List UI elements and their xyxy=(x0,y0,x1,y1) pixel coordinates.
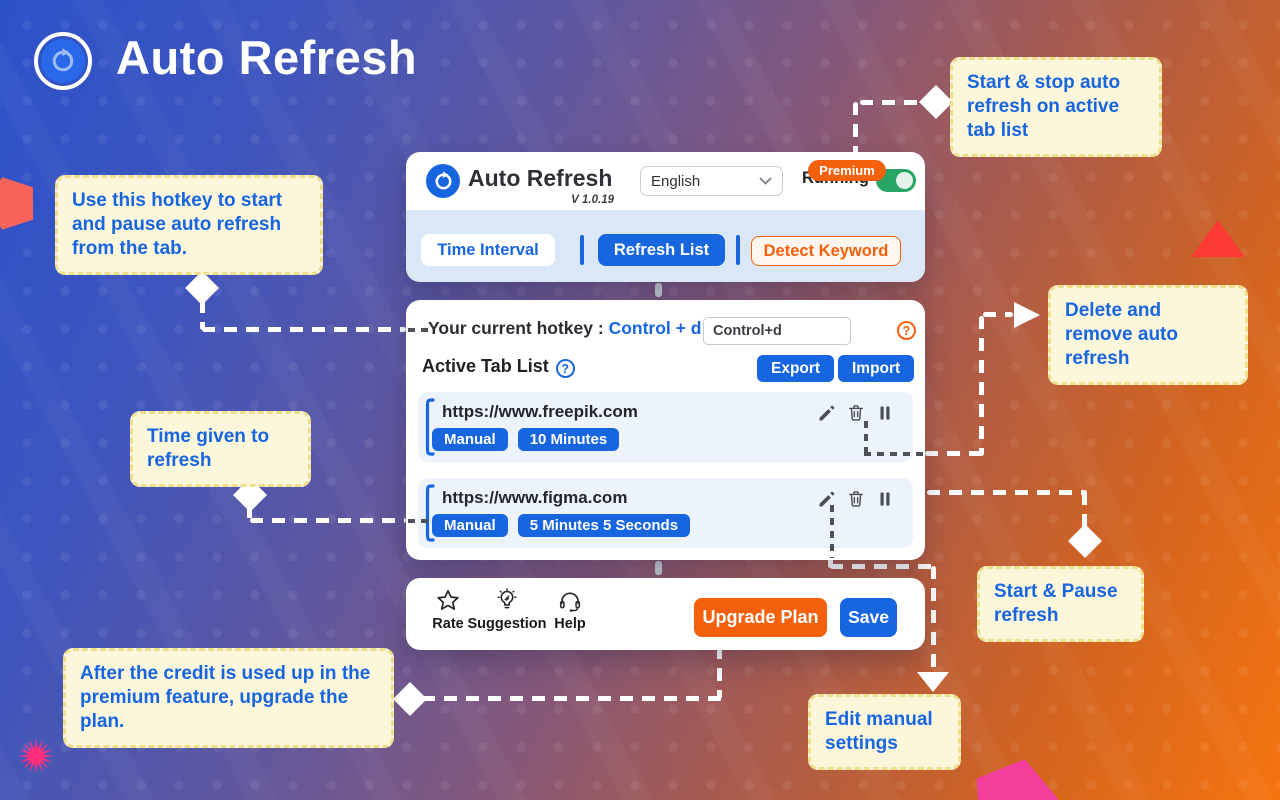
callout-time: Time given to refresh xyxy=(130,411,311,487)
connector-line xyxy=(860,100,924,105)
pause-icon[interactable] xyxy=(875,403,895,423)
running-toggle[interactable] xyxy=(876,169,916,192)
tab-refresh-list[interactable]: Refresh List xyxy=(598,234,725,266)
time-badge: 5 Minutes 5 Seconds xyxy=(517,514,691,537)
refresh-icon xyxy=(435,171,451,189)
connector-line xyxy=(408,519,434,523)
time-badge: 10 Minutes xyxy=(517,428,620,451)
connector-line xyxy=(422,696,722,701)
callout-delete: Delete and remove auto refresh xyxy=(1048,285,1248,385)
decorative-starburst xyxy=(18,738,54,774)
tab-list-item: https://www.figma.com Manual 5 Minutes 5… xyxy=(418,478,913,548)
connector-line xyxy=(864,421,868,453)
tab-time-interval[interactable]: Time Interval xyxy=(421,234,555,266)
connector-diamond xyxy=(919,85,953,119)
extension-name: Auto Refresh xyxy=(468,165,613,191)
connector-line xyxy=(200,300,205,330)
pause-icon[interactable] xyxy=(875,489,895,509)
page-title: Auto Refresh xyxy=(116,31,418,84)
edit-icon[interactable] xyxy=(817,489,837,509)
connector-line xyxy=(925,451,983,456)
list-help-icon[interactable]: ? xyxy=(555,359,575,378)
version-label: V 1.0.19 xyxy=(571,194,614,206)
connector-arrow xyxy=(1014,302,1040,328)
tab-divider xyxy=(736,235,740,265)
active-tab-list-title: Active Tab List ? xyxy=(422,356,575,378)
connector-line xyxy=(247,505,252,519)
connector-line xyxy=(931,566,936,672)
callout-toggle: Start & stop auto refresh on active tab … xyxy=(950,57,1162,157)
app-logo-icon xyxy=(34,32,92,90)
edit-icon[interactable] xyxy=(817,403,837,423)
connector-line xyxy=(979,316,984,456)
tab-list-item: https://www.freepik.com Manual 10 Minute… xyxy=(418,392,913,462)
connector-line xyxy=(830,505,834,558)
connector-line xyxy=(250,518,406,523)
suggestion-label: Suggestion xyxy=(467,616,547,632)
active-tab-list-label: Active Tab List xyxy=(422,356,549,376)
callout-hotkey: Use this hotkey to start and pause auto … xyxy=(55,175,323,275)
connector-diamond xyxy=(185,271,219,305)
connector-line xyxy=(828,558,833,568)
export-button[interactable]: Export xyxy=(757,355,835,382)
rate-action[interactable]: Rate xyxy=(422,588,474,632)
connector-line xyxy=(202,327,406,332)
connector-line xyxy=(927,490,1087,495)
hotkey-value: Control + d xyxy=(608,318,702,338)
toggle-knob xyxy=(896,172,913,189)
connector-line xyxy=(717,646,722,699)
premium-badge: Premium xyxy=(808,160,886,181)
import-button[interactable]: Import xyxy=(838,355,915,382)
mode-badge: Manual xyxy=(432,514,508,537)
callout-pause: Start & Pause refresh xyxy=(977,566,1144,642)
hotkey-input[interactable] xyxy=(703,317,851,345)
rate-label: Rate xyxy=(432,616,464,632)
callout-edit: Edit manual settings xyxy=(808,694,961,770)
mode-badge: Manual xyxy=(432,428,508,451)
upgrade-plan-button[interactable]: Upgrade Plan xyxy=(694,598,827,637)
item-url: https://www.figma.com xyxy=(442,488,628,507)
connector-line xyxy=(408,328,428,332)
connector-diamond xyxy=(393,682,427,716)
item-bracket xyxy=(425,398,435,456)
tab-detect-keyword[interactable]: Detect Keyword xyxy=(751,236,901,266)
extension-logo-icon xyxy=(426,164,460,198)
help-label: Help xyxy=(554,616,586,632)
connector-line xyxy=(1082,492,1087,532)
connector-line xyxy=(983,312,1013,317)
headset-icon xyxy=(559,592,581,612)
panel-connector-stub xyxy=(655,283,662,297)
language-select-value: English xyxy=(651,172,701,190)
connector-arrow xyxy=(917,672,949,692)
decorative-pentagon xyxy=(965,749,1066,800)
hotkey-label: Your current hotkey : xyxy=(428,318,604,338)
connector-line xyxy=(830,564,936,569)
item-bracket xyxy=(425,484,435,542)
connector-line xyxy=(853,102,858,154)
lightbulb-icon xyxy=(497,588,517,609)
connector-diamond xyxy=(1068,524,1102,558)
tab-divider xyxy=(580,235,584,265)
refresh-icon xyxy=(52,48,74,72)
suggestion-action[interactable]: Suggestion xyxy=(462,588,552,632)
hotkey-row: Your current hotkey : Control + d xyxy=(428,318,701,339)
panel-connector-stub xyxy=(655,561,662,575)
tab-bar: Time Interval Refresh List Detect Keywor… xyxy=(406,210,925,282)
delete-icon[interactable] xyxy=(846,403,866,423)
callout-upgrade: After the credit is used up in the premi… xyxy=(63,648,394,748)
item-url: https://www.freepik.com xyxy=(442,402,638,421)
help-action[interactable]: Help xyxy=(546,588,594,632)
chevron-down-icon xyxy=(759,177,772,185)
delete-icon[interactable] xyxy=(846,489,866,509)
star-icon xyxy=(437,589,459,610)
language-select[interactable]: English xyxy=(640,166,783,196)
connector-line xyxy=(864,452,925,456)
footer-panel: Rate Suggestion Help Upgrade Plan Save xyxy=(406,578,925,650)
decorative-triangle xyxy=(1191,220,1245,257)
extension-header-panel: Auto Refresh V 1.0.19 English Running Ti… xyxy=(406,152,925,282)
active-tab-list-panel: Your current hotkey : Control + d ? Acti… xyxy=(406,300,925,560)
decorative-pentagon xyxy=(0,169,42,233)
hotkey-help-icon[interactable]: ? xyxy=(897,321,916,340)
save-button[interactable]: Save xyxy=(840,598,897,637)
